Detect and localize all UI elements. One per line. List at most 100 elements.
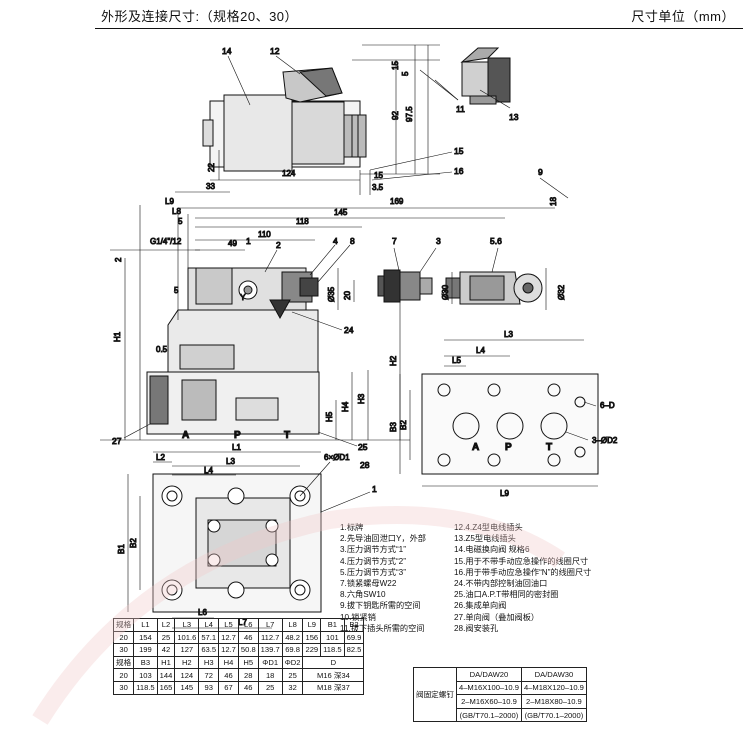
dim-H1: H1	[113, 331, 122, 342]
leader-13	[479, 89, 511, 109]
dim-L2-plan: L2	[156, 453, 165, 462]
table-header-cell: H4	[218, 655, 239, 670]
table-header-cell: L3	[174, 618, 200, 632]
table-header-cell: L9	[302, 618, 322, 632]
leader-14	[227, 55, 251, 106]
table-cell: 28	[237, 668, 259, 682]
table-cell: 139.7	[257, 643, 283, 657]
leader-25	[317, 431, 358, 447]
leader-15	[369, 151, 453, 171]
table-header-cell: 规格	[112, 655, 135, 670]
table-cell: 25	[281, 668, 304, 682]
legend-item: 8.六角SW10	[340, 590, 386, 600]
dim-L9: L9	[165, 197, 174, 206]
table-header-cell: L5	[218, 618, 239, 632]
table-cell: 12.7	[218, 643, 239, 657]
legend-item: 14.电磁换向阀 规格6	[454, 545, 530, 555]
table-row: (GB/T70.1–2000) (GB/T70.1–2000)	[414, 707, 587, 723]
table-header-cell: DA/DAW20	[455, 667, 522, 682]
legend-left: 1.标牌 2.先导油回泄口Y，外部 3.压力调节方式“1” 4.压力调节方式“2…	[340, 522, 426, 634]
table-header-cell: L1	[133, 618, 158, 632]
table-cell: (GB/T70.1–2000)	[455, 707, 522, 723]
table-cell: 46	[237, 680, 259, 695]
dim-H4: H4	[341, 401, 350, 412]
dim-2: 2	[114, 257, 123, 262]
table-cell: 101	[320, 630, 345, 645]
callout-3: 3	[436, 236, 441, 246]
dim-L5-face-text: L5	[452, 356, 461, 365]
leader-9	[539, 177, 569, 199]
manual-override-cap	[202, 119, 214, 147]
table-header-cell: ΦD1	[257, 655, 283, 670]
table-header-cell: L8	[281, 618, 304, 632]
leader-11	[419, 69, 459, 101]
leader-12	[275, 55, 301, 75]
table-cell: 2–M16X60–10.9	[455, 694, 522, 709]
callout-1-plan: 1	[372, 484, 377, 494]
callout-11: 11	[456, 104, 465, 114]
table-header-row: 规格 B3 H1 H2 H3 H4 H5 ΦD1 ΦD2 D	[112, 655, 365, 670]
table-header-cell: H2	[174, 655, 200, 670]
leader-2	[264, 249, 278, 273]
dim-20: 20	[343, 291, 352, 300]
dim-18: 18	[549, 197, 558, 206]
callout-27: 27	[112, 436, 122, 446]
hole-pattern-label: 6×ØD1	[324, 453, 350, 462]
dim-dia30: Ø30	[441, 284, 450, 300]
table-cell: 69.9	[343, 630, 365, 645]
legend-item: 26.集成单向阀	[454, 601, 507, 611]
table-header-cell: B1	[320, 618, 345, 632]
callout-9: 9	[538, 167, 543, 177]
dim-15-upper: 15	[391, 61, 400, 70]
dim-L4-plan: L4	[204, 466, 213, 475]
header-unit: 尺寸单位（mm）	[631, 9, 735, 24]
table-row: 30 118.5 165 145 93 67 46 25 32 M18 深37	[112, 680, 365, 695]
coil-nut	[343, 114, 367, 158]
dim-3-5: 3.5	[372, 183, 384, 192]
table-cell: 101.6	[174, 630, 200, 645]
table-cell: 2–M18X80–10.9	[520, 694, 587, 709]
table-header-cell: L7	[257, 618, 283, 632]
legend-item: 3.压力调节方式“1”	[340, 545, 406, 555]
legend-item: 10.锁紧销	[340, 612, 376, 622]
table-header-cell: L2	[156, 618, 176, 632]
dim-L1-plan: L1	[232, 443, 241, 452]
dimension-table: 规格 L1 L2 L3 L4 L5 L6 L7 L8 L9 B1 B2 20 1…	[112, 618, 365, 695]
adjuster-nut	[299, 277, 319, 297]
table-header-cell: B3	[133, 655, 158, 670]
table-header-cell: 规格	[112, 618, 135, 632]
subplate-end-left	[149, 375, 169, 425]
face-port-t: T	[546, 442, 552, 453]
table-row: 20 103 144 124 72 46 28 18 25 M16 深34	[112, 668, 365, 682]
callout-1-front: 1	[246, 236, 251, 246]
subplate-pocket	[235, 397, 279, 421]
plan-view	[127, 451, 371, 629]
table-row: 20 154 25 101.6 57.1 12.7 46 112.7 48.2 …	[112, 630, 365, 645]
table-cell: 20	[112, 668, 135, 682]
table-cell: 93	[198, 680, 220, 695]
legend-item: 11.拔下插头所需的空间	[340, 623, 425, 633]
leader-11b	[434, 79, 459, 101]
callout-16: 16	[454, 166, 464, 176]
table-cell: 145	[174, 680, 200, 695]
table-cell: 82.5	[343, 643, 365, 657]
dim-dia35: Ø35	[327, 286, 336, 302]
legend-item: 2.先导油回泄口Y，外部	[340, 534, 426, 544]
table-cell: 57.1	[198, 630, 220, 645]
subplate-outline	[146, 371, 320, 435]
adjuster-knob-3	[377, 269, 433, 303]
front-view	[100, 205, 555, 447]
dim-15-lower: 15	[374, 171, 383, 180]
port-thread-label: G1/4"/12	[150, 237, 182, 246]
callout-28: 28	[360, 460, 370, 470]
connector-plug-shade	[298, 67, 343, 97]
drain-port-y-core	[243, 285, 253, 295]
table-cell: 67	[218, 680, 239, 695]
table-cell: 165	[156, 680, 176, 695]
table-header-cell: H1	[156, 655, 176, 670]
leader-3	[419, 247, 437, 273]
leader-holes	[299, 461, 331, 497]
dim-49: 49	[228, 239, 237, 248]
table-cell: M16 深34	[302, 668, 365, 682]
